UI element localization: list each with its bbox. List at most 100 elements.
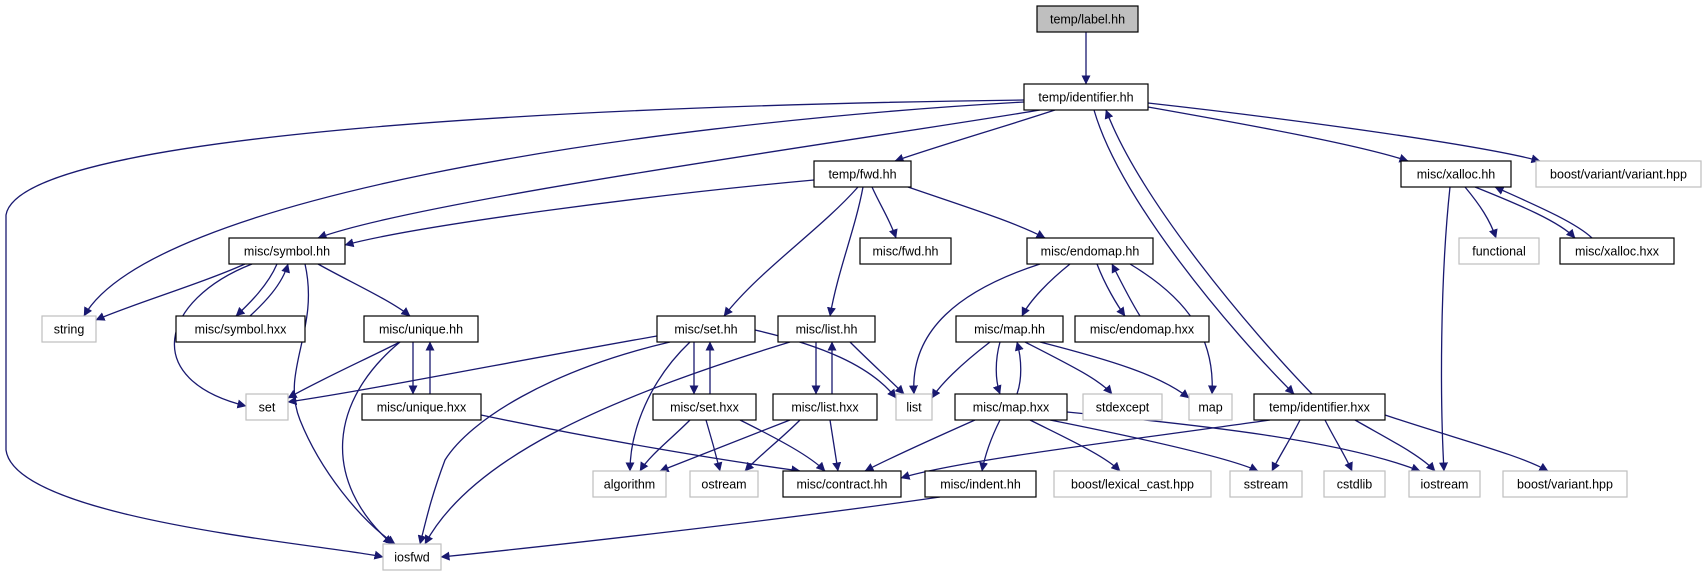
node-misc-contract-hh[interactable]: misc/contract.hh <box>782 470 902 498</box>
node-misc-list-hxx[interactable]: misc/list.hxx <box>772 393 878 421</box>
edge-temp-fwd-hh-to-misc-endomap-hh <box>907 186 1046 239</box>
node-label: misc/symbol.hh <box>244 245 330 259</box>
node-box <box>363 315 479 343</box>
node-label: boost/variant.hpp <box>1517 478 1613 492</box>
edge-temp-identifier-hxx-to-cstdlib <box>1324 419 1353 472</box>
node-map: map <box>1188 393 1233 421</box>
edge-temp-identifier-hxx-to-sstream <box>1271 419 1301 472</box>
node-label: stdexcept <box>1096 401 1150 415</box>
edge-misc-map-hxx-to-misc-contract-hh <box>864 419 976 472</box>
node-label: cstdlib <box>1337 478 1372 492</box>
edges-layer <box>5 32 1593 561</box>
node-box <box>1535 160 1702 188</box>
node-label: boost/lexical_cast.hpp <box>1071 478 1194 492</box>
node-box <box>772 393 878 421</box>
node-label: temp/fwd.hh <box>828 168 896 182</box>
node-boost-variant-hpp: boost/variant.hpp <box>1502 470 1628 498</box>
node-label: list <box>906 401 922 415</box>
node-temp-fwd-hh[interactable]: temp/fwd.hh <box>813 160 912 188</box>
node-misc-set-hh[interactable]: misc/set.hh <box>656 315 756 343</box>
node-box <box>954 393 1068 421</box>
node-box <box>361 393 482 421</box>
node-misc-indent-hh[interactable]: misc/indent.hh <box>924 470 1037 498</box>
node-box <box>382 543 442 571</box>
node-box <box>1188 393 1233 421</box>
node-label: string <box>54 323 85 337</box>
edge-misc-symbol-hh-to-iosfwd <box>293 263 396 545</box>
node-box <box>1026 237 1154 265</box>
edge-misc-endomap-hh-to-misc-map-hh <box>1021 263 1071 317</box>
node-misc-unique-hxx[interactable]: misc/unique.hxx <box>361 393 482 421</box>
node-misc-unique-hh[interactable]: misc/unique.hh <box>363 315 479 343</box>
edge-misc-set-hxx-to-algorithm <box>639 419 691 472</box>
node-label: misc/unique.hh <box>379 323 463 337</box>
edge-misc-list-hxx-to-ostream <box>744 419 801 472</box>
node-misc-fwd-hh[interactable]: misc/fwd.hh <box>859 237 952 265</box>
node-misc-list-hh[interactable]: misc/list.hh <box>777 315 876 343</box>
edge-misc-set-hh-to-algorithm <box>625 341 691 472</box>
node-stdexcept: stdexcept <box>1082 393 1163 421</box>
edge-misc-list-hh-to-list <box>849 341 905 395</box>
edge-misc-map-hxx-to-misc-indent-hh <box>979 419 1001 472</box>
node-misc-set-hxx[interactable]: misc/set.hxx <box>652 393 757 421</box>
node-label: misc/indent.hh <box>940 478 1021 492</box>
edge-misc-list-hxx-to-misc-contract-hh <box>829 419 842 472</box>
node-box <box>1074 315 1210 343</box>
edge-temp-fwd-hh-to-misc-list-hh <box>827 186 864 317</box>
node-box <box>1082 393 1163 421</box>
node-label: functional <box>1472 245 1526 259</box>
node-box <box>689 470 759 498</box>
node-misc-endomap-hh[interactable]: misc/endomap.hh <box>1026 237 1154 265</box>
node-misc-symbol-hh[interactable]: misc/symbol.hh <box>228 237 346 265</box>
edge-misc-xalloc-hh-to-iostream <box>1439 186 1451 472</box>
node-temp-identifier-hh[interactable]: temp/identifier.hh <box>1023 83 1149 111</box>
node-label: misc/map.hh <box>974 323 1045 337</box>
node-string: string <box>41 315 97 343</box>
edge-misc-map-hh-to-misc-map-hxx <box>992 341 1002 395</box>
edge-misc-set-hxx-to-ostream <box>705 419 723 472</box>
edge-misc-set-hxx-to-misc-contract-hh <box>739 419 826 472</box>
node-label: misc/endomap.hxx <box>1090 323 1195 337</box>
edge-misc-endomap-hxx-to-misc-endomap-hh <box>1111 263 1141 317</box>
node-label: algorithm <box>604 478 655 492</box>
node-label: misc/fwd.hh <box>873 245 939 259</box>
node-misc-xalloc-hh[interactable]: misc/xalloc.hh <box>1400 160 1512 188</box>
node-label: boost/variant/variant.hpp <box>1550 168 1687 182</box>
node-temp-identifier-hxx[interactable]: temp/identifier.hxx <box>1253 393 1386 421</box>
node-iosfwd: iosfwd <box>382 543 442 571</box>
node-label: misc/set.hxx <box>670 401 740 415</box>
node-misc-map-hh[interactable]: misc/map.hh <box>955 315 1064 343</box>
node-label: map <box>1198 401 1222 415</box>
node-box <box>955 315 1064 343</box>
node-misc-map-hxx[interactable]: misc/map.hxx <box>954 393 1068 421</box>
edge-temp-identifier-hxx-to-boost-variant-hpp <box>1384 414 1549 472</box>
edge-temp-identifier-hh-to-temp-fwd-hh <box>894 109 1056 163</box>
edge-misc-map-hxx-to-misc-map-hh <box>1014 341 1024 395</box>
node-label: misc/contract.hh <box>796 478 887 492</box>
node-cstdlib: cstdlib <box>1323 470 1386 498</box>
edge-temp-identifier-hxx-to-iostream <box>1354 419 1436 472</box>
node-boost-lexical-cast-hpp: boost/lexical_cast.hpp <box>1053 470 1212 498</box>
edge-temp-identifier-hh-to-boost-variant-variant-hpp <box>1147 102 1541 164</box>
edge-misc-unique-hh-to-iosfwd <box>341 341 401 545</box>
node-label: iosfwd <box>394 551 429 565</box>
node-misc-symbol-hxx[interactable]: misc/symbol.hxx <box>175 315 306 343</box>
node-misc-xalloc-hxx[interactable]: misc/xalloc.hxx <box>1559 237 1675 265</box>
node-box <box>924 470 1037 498</box>
edge-misc-endomap-hh-to-misc-endomap-hxx <box>1096 263 1126 317</box>
edge-misc-map-hxx-to-sstream <box>1049 419 1259 472</box>
node-label: temp/label.hh <box>1050 13 1125 27</box>
node-label: misc/symbol.hxx <box>195 323 287 337</box>
node-label: misc/map.hxx <box>973 401 1050 415</box>
node-box <box>41 315 97 343</box>
node-box <box>245 393 289 421</box>
node-box <box>1023 83 1149 111</box>
edge-temp-fwd-hh-to-misc-symbol-hh <box>344 179 815 248</box>
edge-misc-map-hxx-to-boost-lexical-cast-hpp <box>1029 419 1121 472</box>
edge-misc-xalloc-hh-to-functional <box>1464 186 1498 239</box>
node-misc-endomap-hxx[interactable]: misc/endomap.hxx <box>1074 315 1210 343</box>
node-set: set <box>245 393 289 421</box>
node-temp-label-hh[interactable]: temp/label.hh <box>1036 5 1139 33</box>
node-functional: functional <box>1458 237 1540 265</box>
edge-misc-set-hh-to-set <box>287 335 658 406</box>
